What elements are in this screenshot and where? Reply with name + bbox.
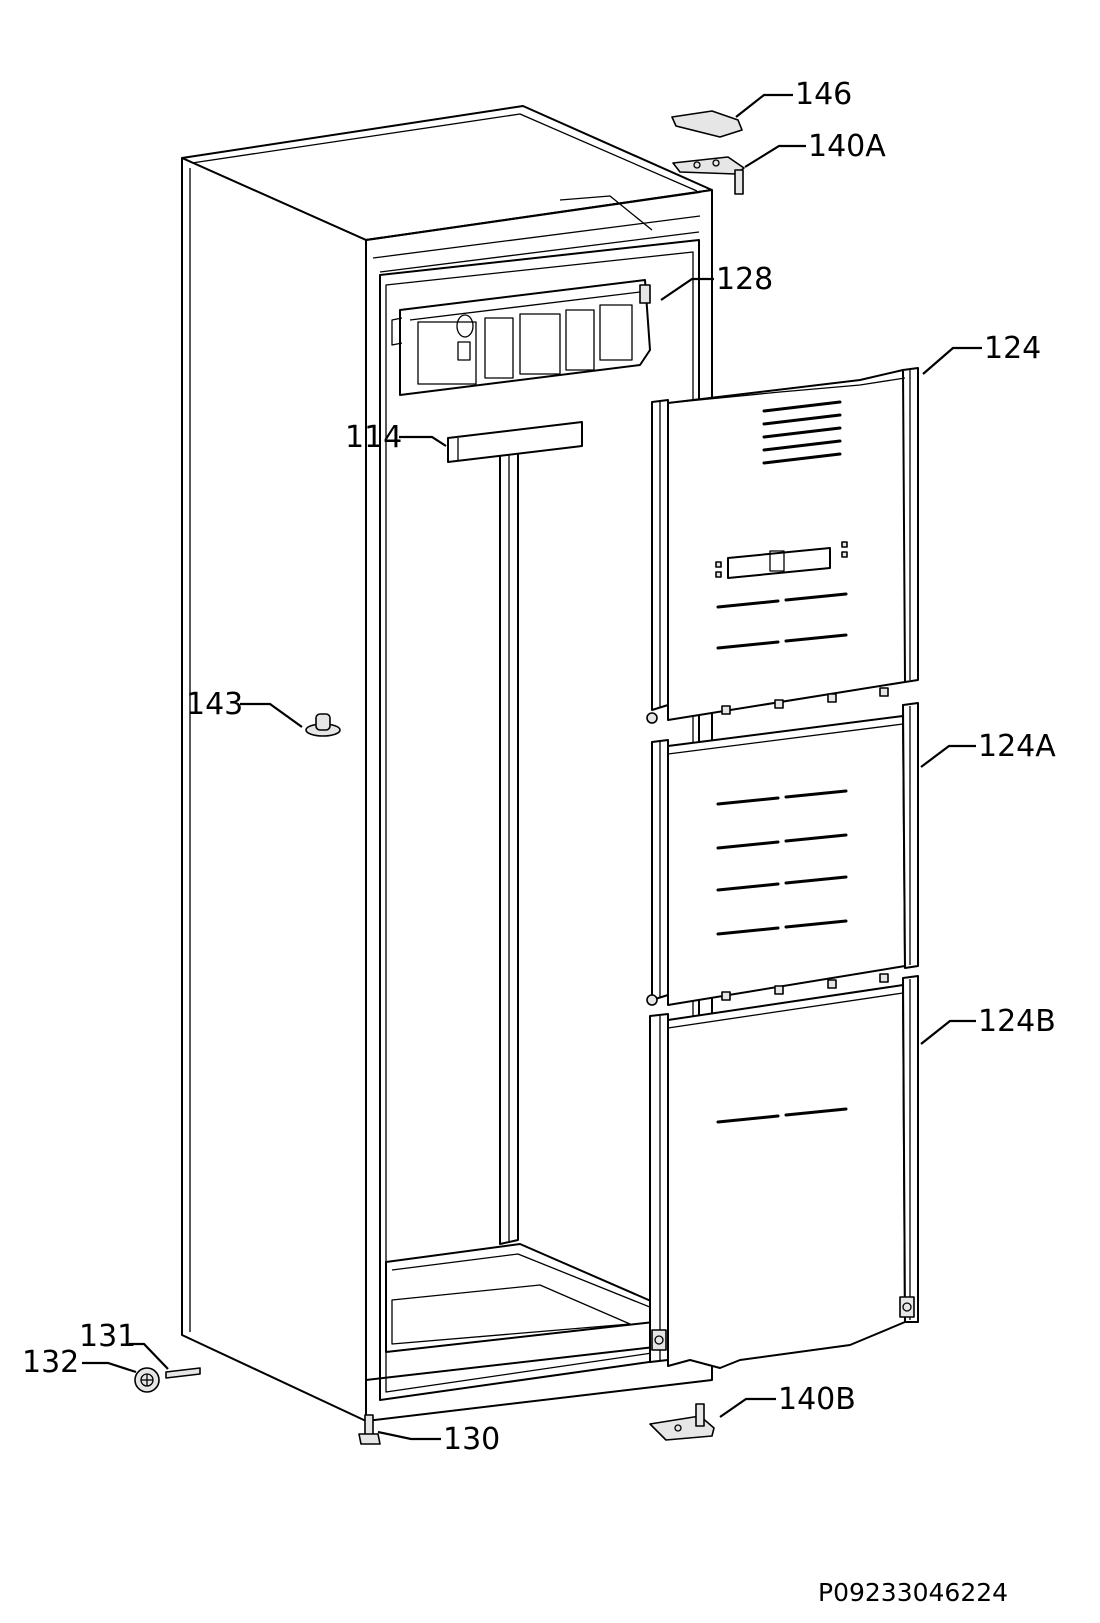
callout-140B: 140B (778, 1382, 856, 1417)
leader-128 (660, 277, 714, 301)
leader-140A (744, 144, 806, 168)
light-cover-part-114 (447, 421, 583, 463)
bottom-hinge-part-140B (649, 1403, 715, 1441)
callout-128: 128 (716, 262, 773, 297)
callout-132: 132 (22, 1345, 79, 1380)
callout-124: 124 (984, 331, 1041, 366)
leader-130 (377, 1430, 441, 1441)
callout-124A: 124A (978, 729, 1056, 764)
callout-140A: 140A (808, 129, 886, 164)
leader-143 (240, 702, 303, 728)
door-panel-124B (649, 975, 919, 1369)
plug-part-143 (305, 713, 341, 737)
cabinet-side-panel (181, 157, 367, 1422)
leader-124A (920, 744, 976, 768)
leveling-foot-part-130 (358, 1414, 381, 1445)
hinge-cover-part-146 (671, 110, 743, 138)
foot-part-132 (134, 1367, 160, 1393)
leader-140B (719, 1397, 776, 1418)
callout-114: 114 (345, 420, 402, 455)
callout-146: 146 (795, 77, 852, 112)
door-panel-124 (646, 367, 919, 724)
leader-146 (735, 93, 793, 118)
leader-132 (82, 1361, 137, 1374)
cabinet-body (181, 105, 713, 1422)
leader-124B (920, 1019, 976, 1045)
top-hinge-part-140A (672, 156, 745, 195)
leader-131 (129, 1342, 169, 1370)
control-housing-part-128 (391, 279, 651, 396)
leader-124 (922, 346, 982, 375)
door-panel-124A (646, 702, 919, 1006)
callout-130: 130 (443, 1422, 500, 1457)
display-window (727, 547, 831, 579)
leader-114 (399, 435, 447, 447)
callout-131: 131 (79, 1319, 136, 1354)
pin-part-131 (165, 1367, 201, 1379)
reference-code: P09233046224 (818, 1578, 1009, 1607)
callout-143: 143 (186, 687, 243, 722)
callout-124B: 124B (978, 1004, 1056, 1039)
